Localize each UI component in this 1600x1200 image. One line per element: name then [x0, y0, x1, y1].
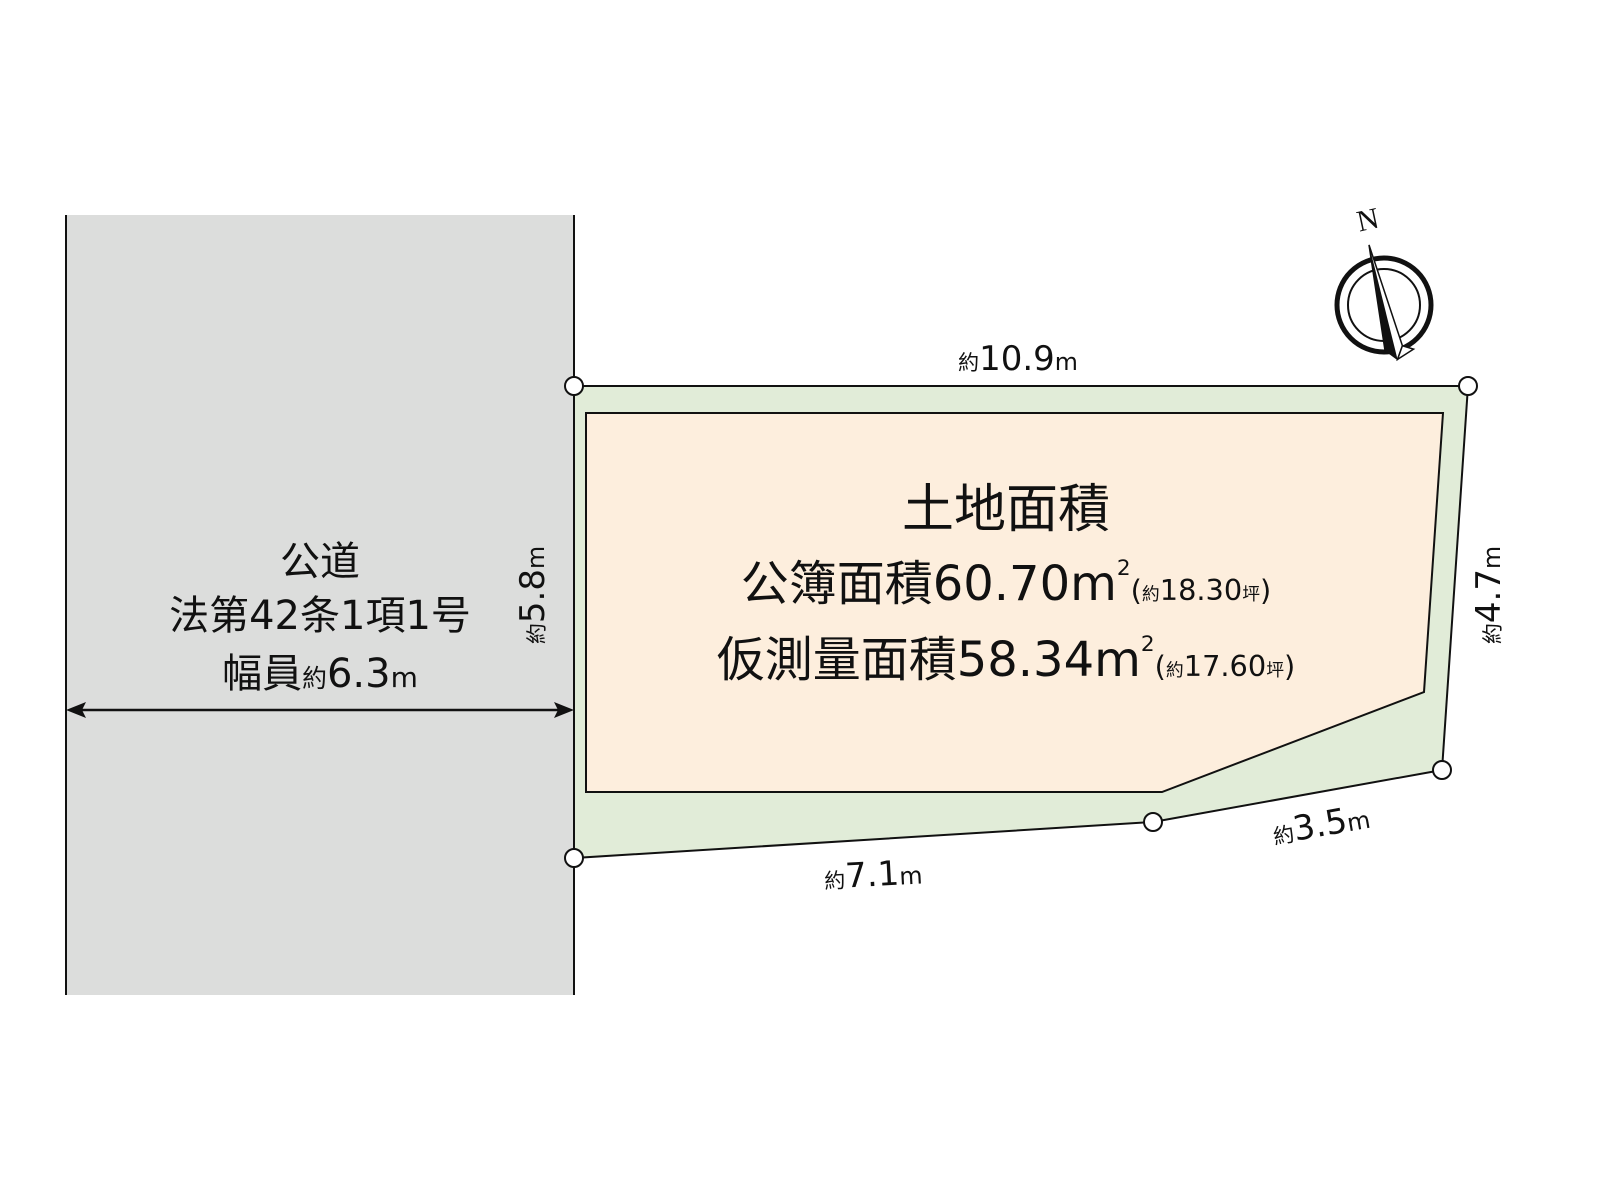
boundary-marker: [1143, 812, 1163, 832]
registered-area-label: 公簿面積: [740, 556, 933, 612]
unit: m: [1478, 545, 1507, 570]
surveyed-area-tsubo: 17.60: [1183, 649, 1267, 683]
boundary-marker: [1458, 376, 1478, 396]
approx-prefix: 約: [1480, 623, 1506, 645]
tsubo-group: (約18.30坪): [1131, 573, 1272, 607]
registered-area-sqm: 60.70: [932, 556, 1071, 612]
road-width-label: 幅員約6.3m: [66, 654, 574, 694]
land-area-title: 土地面積: [901, 480, 1110, 540]
unit: m: [390, 661, 418, 694]
road-legal-class: 法第42条1項1号: [169, 593, 471, 639]
road-width-value: 6.3: [326, 651, 391, 697]
sqm-unit: m: [1094, 632, 1141, 688]
approx-prefix: 約: [823, 867, 846, 894]
sqm-superscript: 2: [1140, 631, 1155, 657]
boundary-markers: [564, 376, 1478, 868]
tsubo-group: (約17.60坪): [1155, 649, 1296, 683]
surveyed-area-sqm: 58.34: [956, 632, 1095, 688]
dimension-top: 約10.9m: [958, 342, 1078, 376]
lot-buildable-area: [585, 412, 1445, 793]
unit: m: [522, 545, 551, 570]
dimension-value: 10.9: [979, 339, 1055, 379]
boundary-marker: [564, 848, 584, 868]
paren-close: ): [1260, 573, 1272, 607]
boundary-marker: [1432, 760, 1452, 780]
surveyed-area: 仮測量面積58.34m2(約17.60坪): [586, 634, 1426, 684]
paren-open: (: [1154, 649, 1166, 683]
road-width-arrow: [66, 702, 574, 718]
north-arrow-icon: N: [1334, 202, 1434, 362]
approx-prefix: 約: [958, 350, 980, 375]
approx-prefix: 約: [302, 664, 327, 693]
tsubo-unit: 坪: [1266, 660, 1285, 681]
paren-open: (: [1130, 573, 1142, 607]
surveyed-area-label: 仮測量面積: [716, 632, 957, 688]
unit: m: [1054, 348, 1078, 376]
road-type-label: 公道: [280, 539, 360, 585]
dimension-left: 約5.8m: [513, 545, 554, 645]
boundary-marker: [564, 376, 584, 396]
approx-prefix: 約: [1141, 584, 1160, 605]
public-road-area: [66, 215, 574, 995]
approx-prefix: 約: [1165, 660, 1184, 681]
dimension-value: 7.1: [844, 853, 901, 897]
paren-close: ): [1284, 649, 1296, 683]
road-width-caption: 幅員: [222, 651, 303, 697]
sqm-superscript: 2: [1116, 555, 1131, 581]
tsubo-unit: 坪: [1242, 584, 1261, 605]
dimension-value: 5.8: [513, 569, 554, 624]
approx-prefix: 約: [524, 623, 550, 645]
registered-area: 公簿面積60.70m2(約18.30坪): [586, 558, 1426, 608]
unit: m: [898, 861, 924, 891]
compass-north-label: N: [1354, 202, 1382, 239]
registered-area-tsubo: 18.30: [1159, 573, 1243, 607]
dimension-bottom-left: 約7.1m: [823, 853, 924, 897]
dimension-value: 4.7: [1469, 569, 1510, 624]
unit: m: [1344, 805, 1373, 838]
sqm-unit: m: [1070, 556, 1117, 612]
dimension-right: 約4.7m: [1469, 545, 1510, 645]
